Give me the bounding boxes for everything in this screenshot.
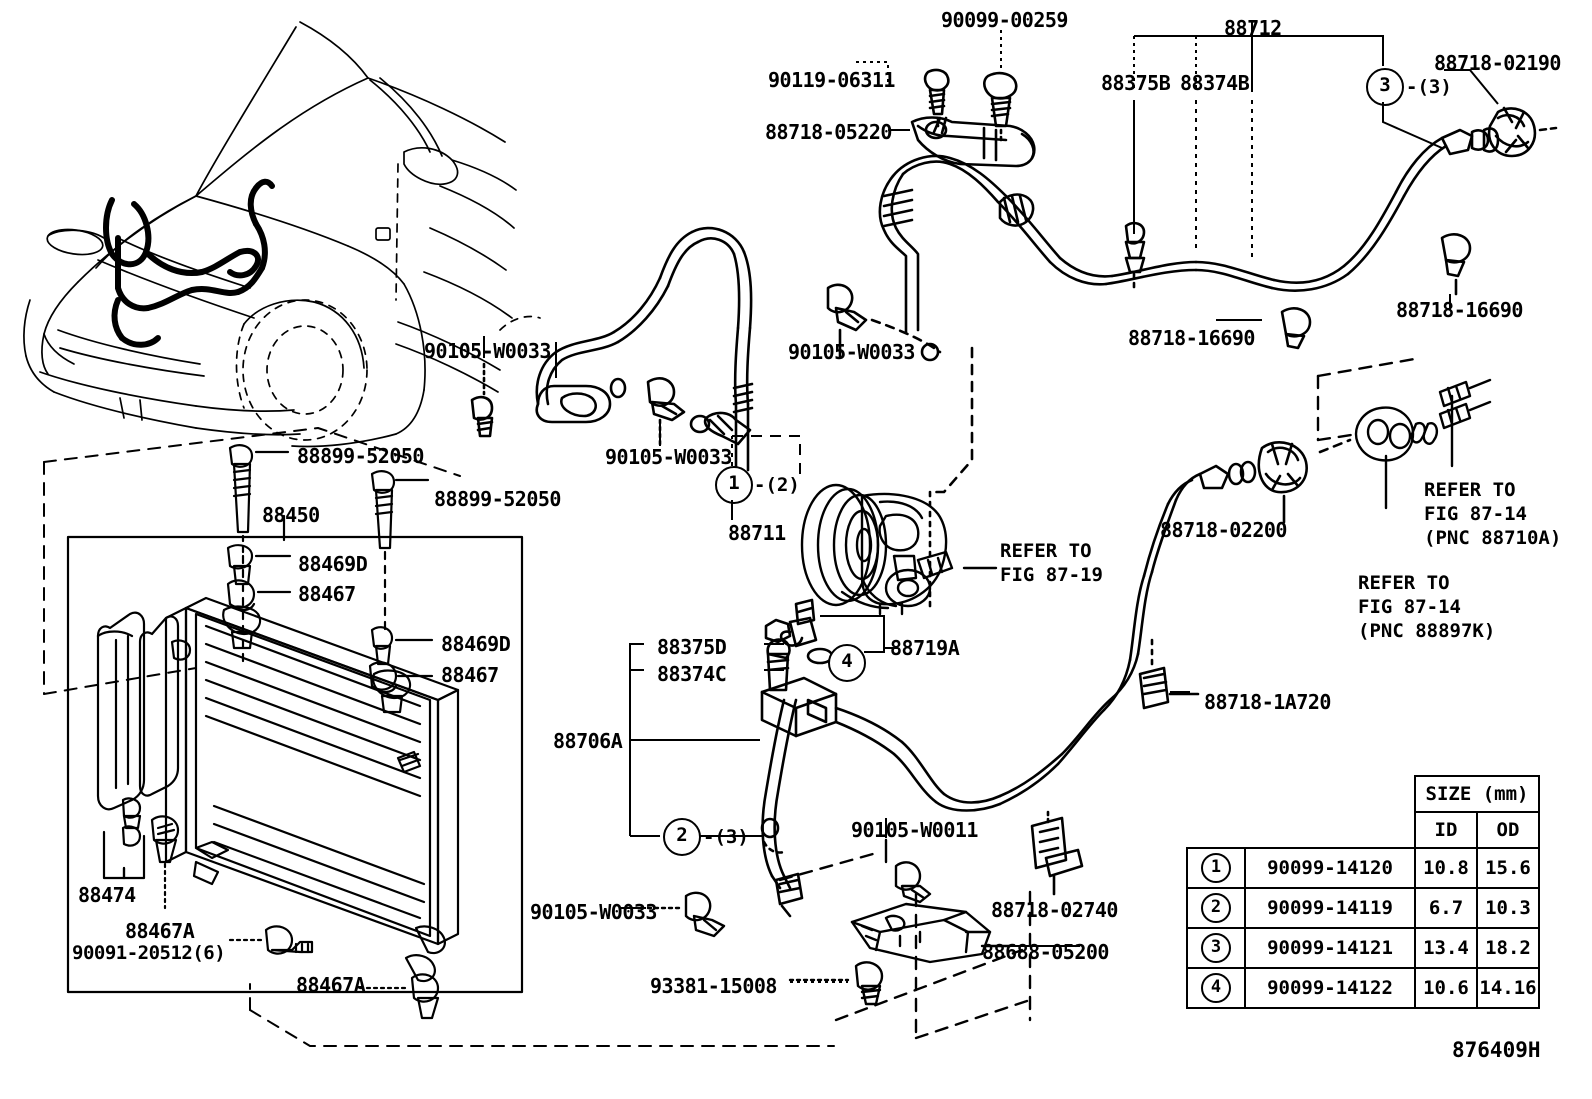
ref-qty-3: -(3): [1406, 76, 1452, 98]
vehicle-hose-route: [103, 178, 275, 348]
callout-88467a-b: 88467A: [296, 973, 366, 997]
ref-qty-1: -(2): [754, 474, 800, 496]
callout-90091-20512: 90091-20512(6): [72, 942, 226, 964]
callout-93381-15008: 93381-15008: [650, 974, 777, 998]
size-table-ref-1: 1: [1186, 847, 1246, 889]
size-table-spacer-2: [1245, 776, 1415, 812]
callout-88467-b: 88467: [441, 663, 499, 687]
callout-88375b: 88375B: [1101, 71, 1171, 95]
size-table-ref-3: 3: [1186, 927, 1246, 969]
size-table-id-2: 6.7: [1414, 887, 1478, 929]
size-table-ref-4: 4: [1186, 967, 1246, 1009]
callout-88450: 88450: [262, 503, 320, 527]
size-table-spacer-3: [1187, 812, 1245, 848]
ref-badge-3: 3: [1366, 68, 1404, 106]
ref-circle: 2: [1201, 893, 1231, 923]
callout-90105-w0011: 90105-W0011: [851, 818, 978, 842]
size-table-od-1: 15.6: [1476, 847, 1540, 889]
callout-88375d: 88375D: [657, 635, 727, 659]
condenser-assembly: [96, 444, 460, 1020]
callout-88711: 88711: [728, 521, 786, 545]
ref-circle: 1: [1201, 853, 1231, 883]
table-row: 4 90099-14122 10.6 14.16: [1186, 967, 1540, 1009]
ref-circle: 3: [1201, 933, 1231, 963]
condenser-perspective-frame: [43, 427, 835, 1047]
callout-90105-w0033-d: 90105-W0033: [530, 900, 657, 924]
size-table-od-3: 18.2: [1476, 927, 1540, 969]
callout-88718-16690-right: 88718-16690: [1396, 298, 1523, 322]
size-table-subheader-row: ID OD: [1187, 811, 1540, 849]
refer-note-fig-87-14-88897k: REFER TO FIG 87-14 (PNC 88897K): [1358, 572, 1496, 642]
callout-88469d-b: 88469D: [441, 632, 511, 656]
callout-88718-1a720: 88718-1A720: [1204, 690, 1331, 714]
size-table-pn-3: 90099-14121: [1244, 927, 1416, 969]
callout-88899-52050-a: 88899-52050: [297, 444, 424, 468]
size-table-id-3: 13.4: [1414, 927, 1478, 969]
refer-fittings-right: [1316, 356, 1492, 510]
callout-88469d-a: 88469D: [298, 552, 368, 576]
ref-circle: 4: [1201, 973, 1231, 1003]
size-table-spacer-4: [1245, 812, 1415, 848]
size-table-header-row: SIZE (mm): [1187, 775, 1540, 813]
size-table-span-header: SIZE (mm): [1414, 775, 1540, 813]
callout-88374b: 88374B: [1180, 71, 1250, 95]
size-table-pn-2: 90099-14119: [1244, 887, 1416, 929]
callout-90105-w0033-a: 90105-W0033: [424, 339, 551, 363]
hose-88712: [878, 68, 1558, 350]
callout-88706a: 88706A: [553, 729, 623, 753]
size-table-od-2: 10.3: [1476, 887, 1540, 929]
table-row: 3 90099-14121 13.4 18.2: [1186, 927, 1540, 969]
callout-88719a: 88719A: [890, 636, 960, 660]
callout-88374c: 88374C: [657, 662, 727, 686]
callout-90119-06311: 90119-06311: [768, 68, 895, 92]
size-table-spacer-1: [1187, 776, 1245, 812]
condenser-group-box: [66, 535, 524, 994]
size-table-ref-2: 2: [1186, 887, 1246, 929]
callout-88474: 88474: [78, 883, 136, 907]
callout-88467a-a: 88467A: [125, 919, 195, 943]
bracket-88688-05200: [646, 838, 1032, 1040]
callout-88718-02740: 88718-02740: [991, 898, 1118, 922]
callout-88718-02200: 88718-02200: [1160, 518, 1287, 542]
compressor-assembly: [800, 483, 998, 616]
ref-badge-4: 4: [828, 644, 866, 682]
refer-note-fig-87-19: REFER TO FIG 87-19: [1000, 540, 1103, 586]
table-row: 2 90099-14119 6.7 10.3: [1186, 887, 1540, 929]
callout-90105-w0033-b: 90105-W0033: [788, 340, 915, 364]
callout-88718-05220: 88718-05220: [765, 120, 892, 144]
size-table-id-1: 10.8: [1414, 847, 1478, 889]
size-table-col-od: OD: [1476, 811, 1540, 849]
callout-88718-16690-left: 88718-16690: [1128, 326, 1255, 350]
size-table-od-4: 14.16: [1476, 967, 1540, 1009]
callout-88899-52050-b: 88899-52050: [434, 487, 561, 511]
callout-88712: 88712: [1224, 16, 1282, 40]
callout-88718-02190: 88718-02190: [1434, 51, 1561, 75]
size-table: SIZE (mm) ID OD 1 90099-14120 10.8 15.6 …: [1186, 775, 1540, 1009]
callout-90105-w0033-c: 90105-W0033: [605, 445, 732, 469]
size-table-pn-4: 90099-14122: [1244, 967, 1416, 1009]
figure-id: 876409H: [1452, 1038, 1541, 1062]
table-row: 1 90099-14120 10.8 15.6: [1186, 847, 1540, 889]
vehicle-illustration: [23, 21, 541, 448]
size-table-col-id: ID: [1414, 811, 1478, 849]
refer-note-fig-87-14-88710a: REFER TO FIG 87-14 (PNC 88710A): [1424, 479, 1562, 549]
tube-88706a: [760, 438, 1352, 918]
size-table-id-4: 10.6: [1414, 967, 1478, 1009]
ref-badge-2: 2: [663, 818, 701, 856]
size-table-pn-1: 90099-14120: [1244, 847, 1416, 889]
callout-88467-a: 88467: [298, 582, 356, 606]
callout-90099-00259: 90099-00259: [941, 8, 1068, 32]
ref-badge-1: 1: [715, 466, 753, 504]
